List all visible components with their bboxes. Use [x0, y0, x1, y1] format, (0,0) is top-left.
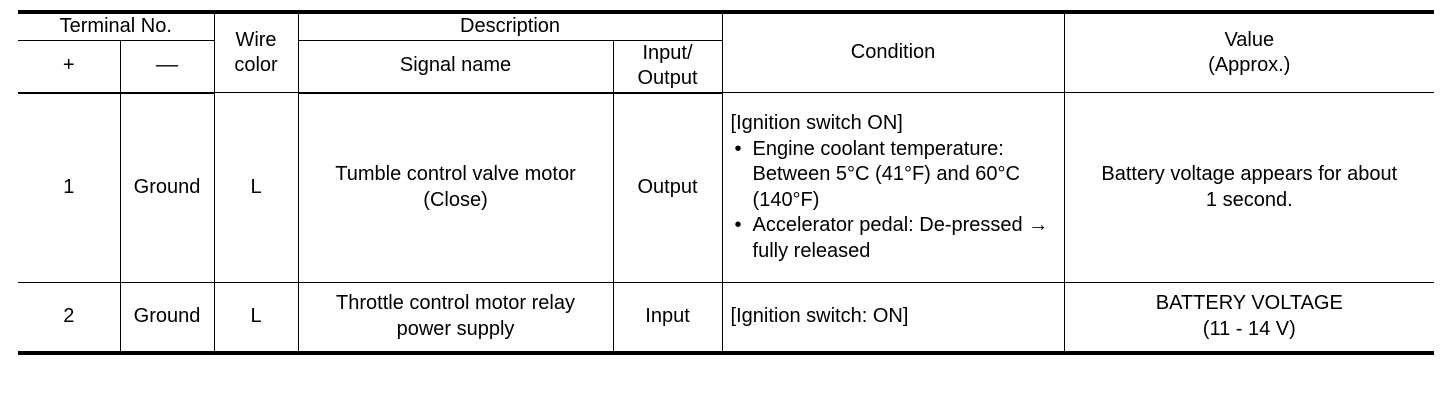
- cell-terminal-minus: Ground: [119, 282, 215, 355]
- cell-input-output: Input: [612, 282, 723, 355]
- table-row: 1 Ground L Tumble control valve motor (C…: [18, 92, 1435, 284]
- header-condition: Condition: [721, 10, 1065, 94]
- cell-value-line1: Battery voltage appears for about: [1101, 163, 1398, 186]
- cell-value-line2: 1 second.: [1205, 188, 1293, 211]
- condition-heading: [Ignition switch ON]: [730, 112, 903, 134]
- header-description: Description: [297, 9, 723, 41]
- header-input-output-line1: Input/: [642, 41, 693, 64]
- header-value: Value (Approx.): [1063, 10, 1435, 94]
- cell-wire-color: L: [213, 92, 299, 284]
- cell-terminal-plus: 2: [18, 282, 121, 355]
- table-header-row-top: Terminal No. Wire color Description Cond…: [18, 9, 1435, 94]
- cell-input-output: Output: [612, 92, 723, 284]
- table-header-row-bottom: + –– Signal name Input/ Output: [18, 39, 1434, 94]
- condition-bullet-item: Accelerator pedal: De-pressed → fully re…: [731, 213, 1056, 264]
- cell-value-line1: BATTERY VOLTAGE: [1155, 292, 1343, 315]
- cell-signal-name-line2: power supply: [396, 318, 515, 341]
- header-signal-name: Signal name: [297, 39, 614, 94]
- cell-terminal-plus: 1: [18, 92, 121, 284]
- cell-terminal-minus: Ground: [119, 92, 215, 284]
- condition-bullet-item: Engine coolant temperature: Between 5°C …: [731, 137, 1056, 214]
- header-terminal-no: Terminal No.: [18, 9, 215, 41]
- table-row: 2 Ground L Throttle control motor relay …: [18, 282, 1435, 355]
- condition-heading: [Ignition switch: ON]: [730, 305, 909, 328]
- cell-wire-color: L: [213, 282, 299, 355]
- header-value-line2: (Approx.): [1208, 54, 1291, 77]
- cell-signal-name: Tumble control valve motor (Close): [297, 92, 614, 284]
- header-terminal-minus: ––: [119, 39, 215, 94]
- cell-condition: [Ignition switch ON] Engine coolant temp…: [721, 92, 1065, 284]
- cell-signal-name: Throttle control motor relay power suppl…: [297, 282, 614, 355]
- cell-signal-name-line2: (Close): [423, 189, 488, 212]
- header-terminal-plus: +: [18, 39, 121, 94]
- cell-value: Battery voltage appears for about 1 seco…: [1063, 92, 1435, 284]
- cell-signal-name-line1: Throttle control motor relay: [336, 292, 575, 315]
- cell-signal-name-line1: Tumble control valve motor: [335, 163, 576, 186]
- header-input-output-line2: Output: [637, 67, 698, 90]
- header-wire-color-line1: Wire: [235, 28, 277, 51]
- header-wire-color: Wire color: [213, 10, 299, 94]
- header-value-line1: Value: [1224, 28, 1275, 51]
- cell-condition: [Ignition switch: ON]: [721, 282, 1065, 355]
- header-wire-color-line2: color: [234, 54, 278, 77]
- header-input-output: Input/ Output: [612, 39, 723, 94]
- cell-value: BATTERY VOLTAGE (11 - 14 V): [1063, 282, 1435, 355]
- terminal-specification-table: Terminal No. Wire color Description Cond…: [18, 9, 1435, 355]
- condition-bullet-list: Engine coolant temperature: Between 5°C …: [731, 137, 1056, 265]
- cell-value-line2: (11 - 14 V): [1202, 318, 1296, 341]
